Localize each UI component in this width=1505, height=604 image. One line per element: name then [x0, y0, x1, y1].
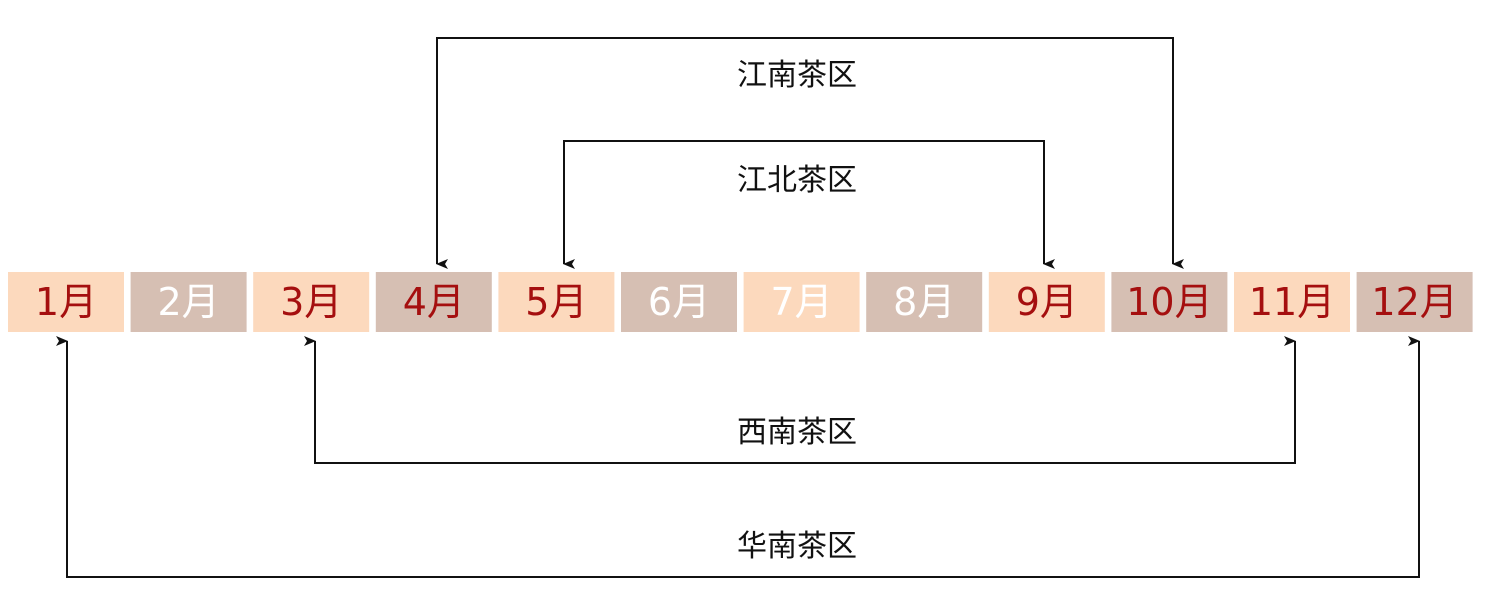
month-label: 4月 [403, 280, 465, 324]
month-label: 2月 [158, 280, 220, 324]
month-cell-background [1356, 272, 1473, 332]
month-cell-background [253, 272, 370, 332]
region-connectors [56, 37, 1420, 578]
month-cell: 9月 [988, 272, 1105, 332]
region-label-jiangnan: 江南茶区 [737, 58, 857, 93]
month-label: 12月 [1371, 280, 1457, 324]
month-cell-background [498, 272, 615, 332]
region-connector-jiangnan [436, 37, 1184, 269]
region-connector-huanan [56, 336, 1420, 578]
month-cell: 10月 [1111, 272, 1228, 332]
month-cell-background [621, 272, 737, 332]
month-label: 6月 [648, 280, 710, 324]
month-cell: 3月 [253, 272, 370, 332]
month-cell: 8月 [866, 272, 983, 332]
month-cell-background [130, 272, 247, 332]
month-cell: 12月 [1356, 272, 1473, 332]
region-label-huanan: 华南茶区 [737, 529, 857, 564]
month-label: 5月 [525, 280, 587, 324]
month-cell-background [743, 272, 860, 332]
region-label-jiangbei: 江北茶区 [737, 163, 857, 198]
month-cell: 2月 [130, 272, 247, 332]
month-cell: 7月 [743, 272, 860, 332]
region-connector-xinan [304, 336, 1296, 464]
region-labels: 江南茶区 江北茶区 西南茶区 华南茶区 [737, 58, 857, 564]
month-cell: 4月 [375, 272, 492, 332]
month-cell-background [988, 272, 1105, 332]
month-label: 11月 [1249, 280, 1335, 324]
month-timeline: 1月 2月 3月 4月 5月 6月 7月 8月 9月 10月 11月 12月 [8, 272, 1473, 332]
month-label: 10月 [1126, 280, 1212, 324]
month-label: 9月 [1016, 280, 1078, 324]
month-cell-background [866, 272, 983, 332]
month-cell: 11月 [1234, 272, 1350, 332]
month-cell-background [8, 272, 124, 332]
region-label-xinan: 西南茶区 [737, 415, 857, 450]
month-cell-background [1111, 272, 1228, 332]
month-cell-background [375, 272, 492, 332]
month-label: 3月 [280, 280, 342, 324]
month-cell: 5月 [498, 272, 615, 332]
month-cell: 6月 [621, 272, 737, 332]
month-label: 1月 [35, 280, 97, 324]
region-connector-jiangbei [563, 140, 1055, 269]
month-label: 7月 [771, 280, 833, 324]
month-cell-background [1234, 272, 1350, 332]
month-label: 8月 [893, 280, 955, 324]
month-cell: 1月 [8, 272, 124, 332]
